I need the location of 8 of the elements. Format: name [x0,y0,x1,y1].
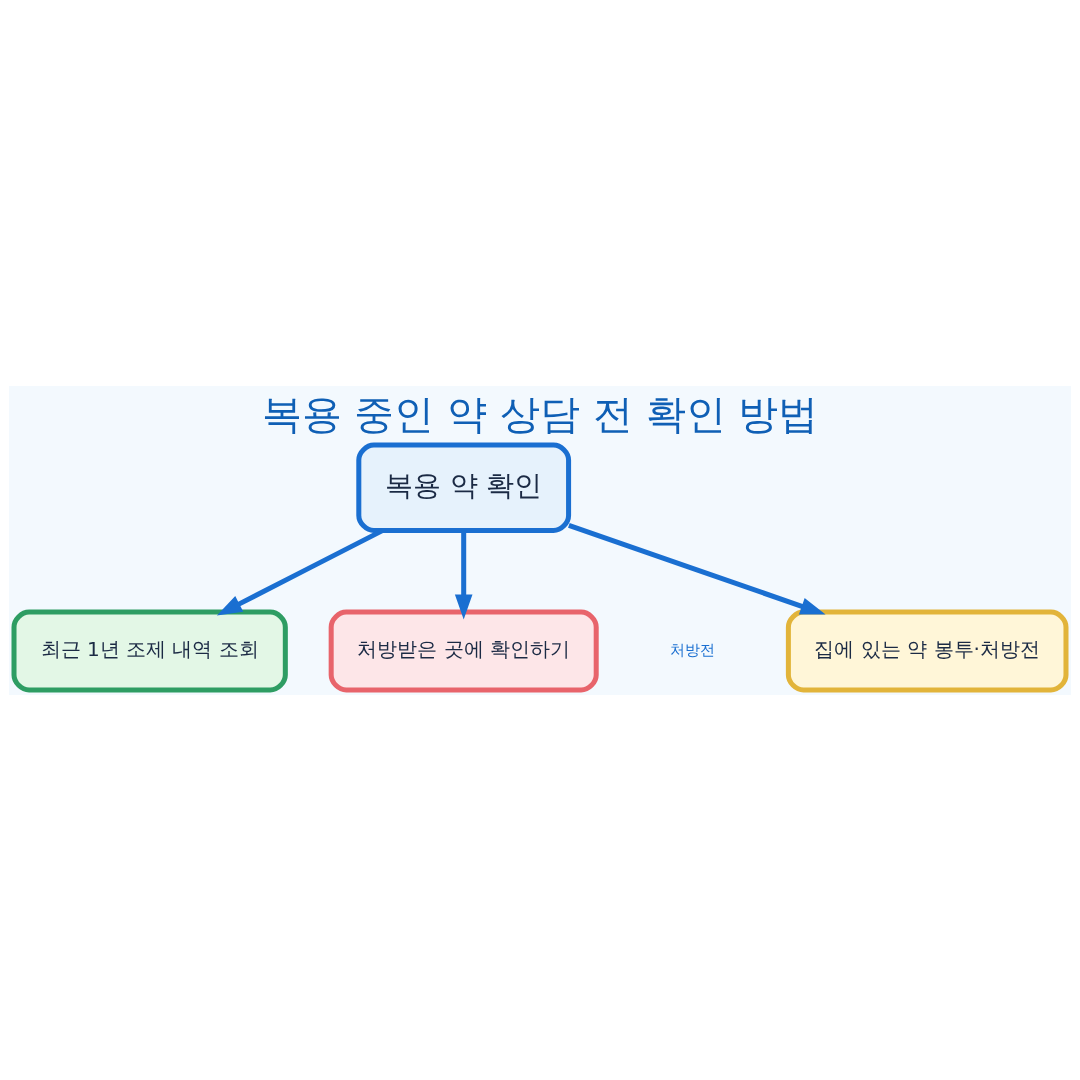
node-box: 최근 1년 조제 내역 조회 [11,609,288,692]
arrow [568,522,826,615]
node-box: 처방받은 곳에 확인하기 [328,609,599,692]
diagram-title: 복용 중인 약 상담 전 확인 방법 [261,390,819,437]
node-box: 집에 있는 약 봉투·처방전 [785,609,1069,692]
node-box: 복용 약 확인 [356,442,572,533]
arrow [454,530,473,620]
label: 처방전 [669,640,715,659]
